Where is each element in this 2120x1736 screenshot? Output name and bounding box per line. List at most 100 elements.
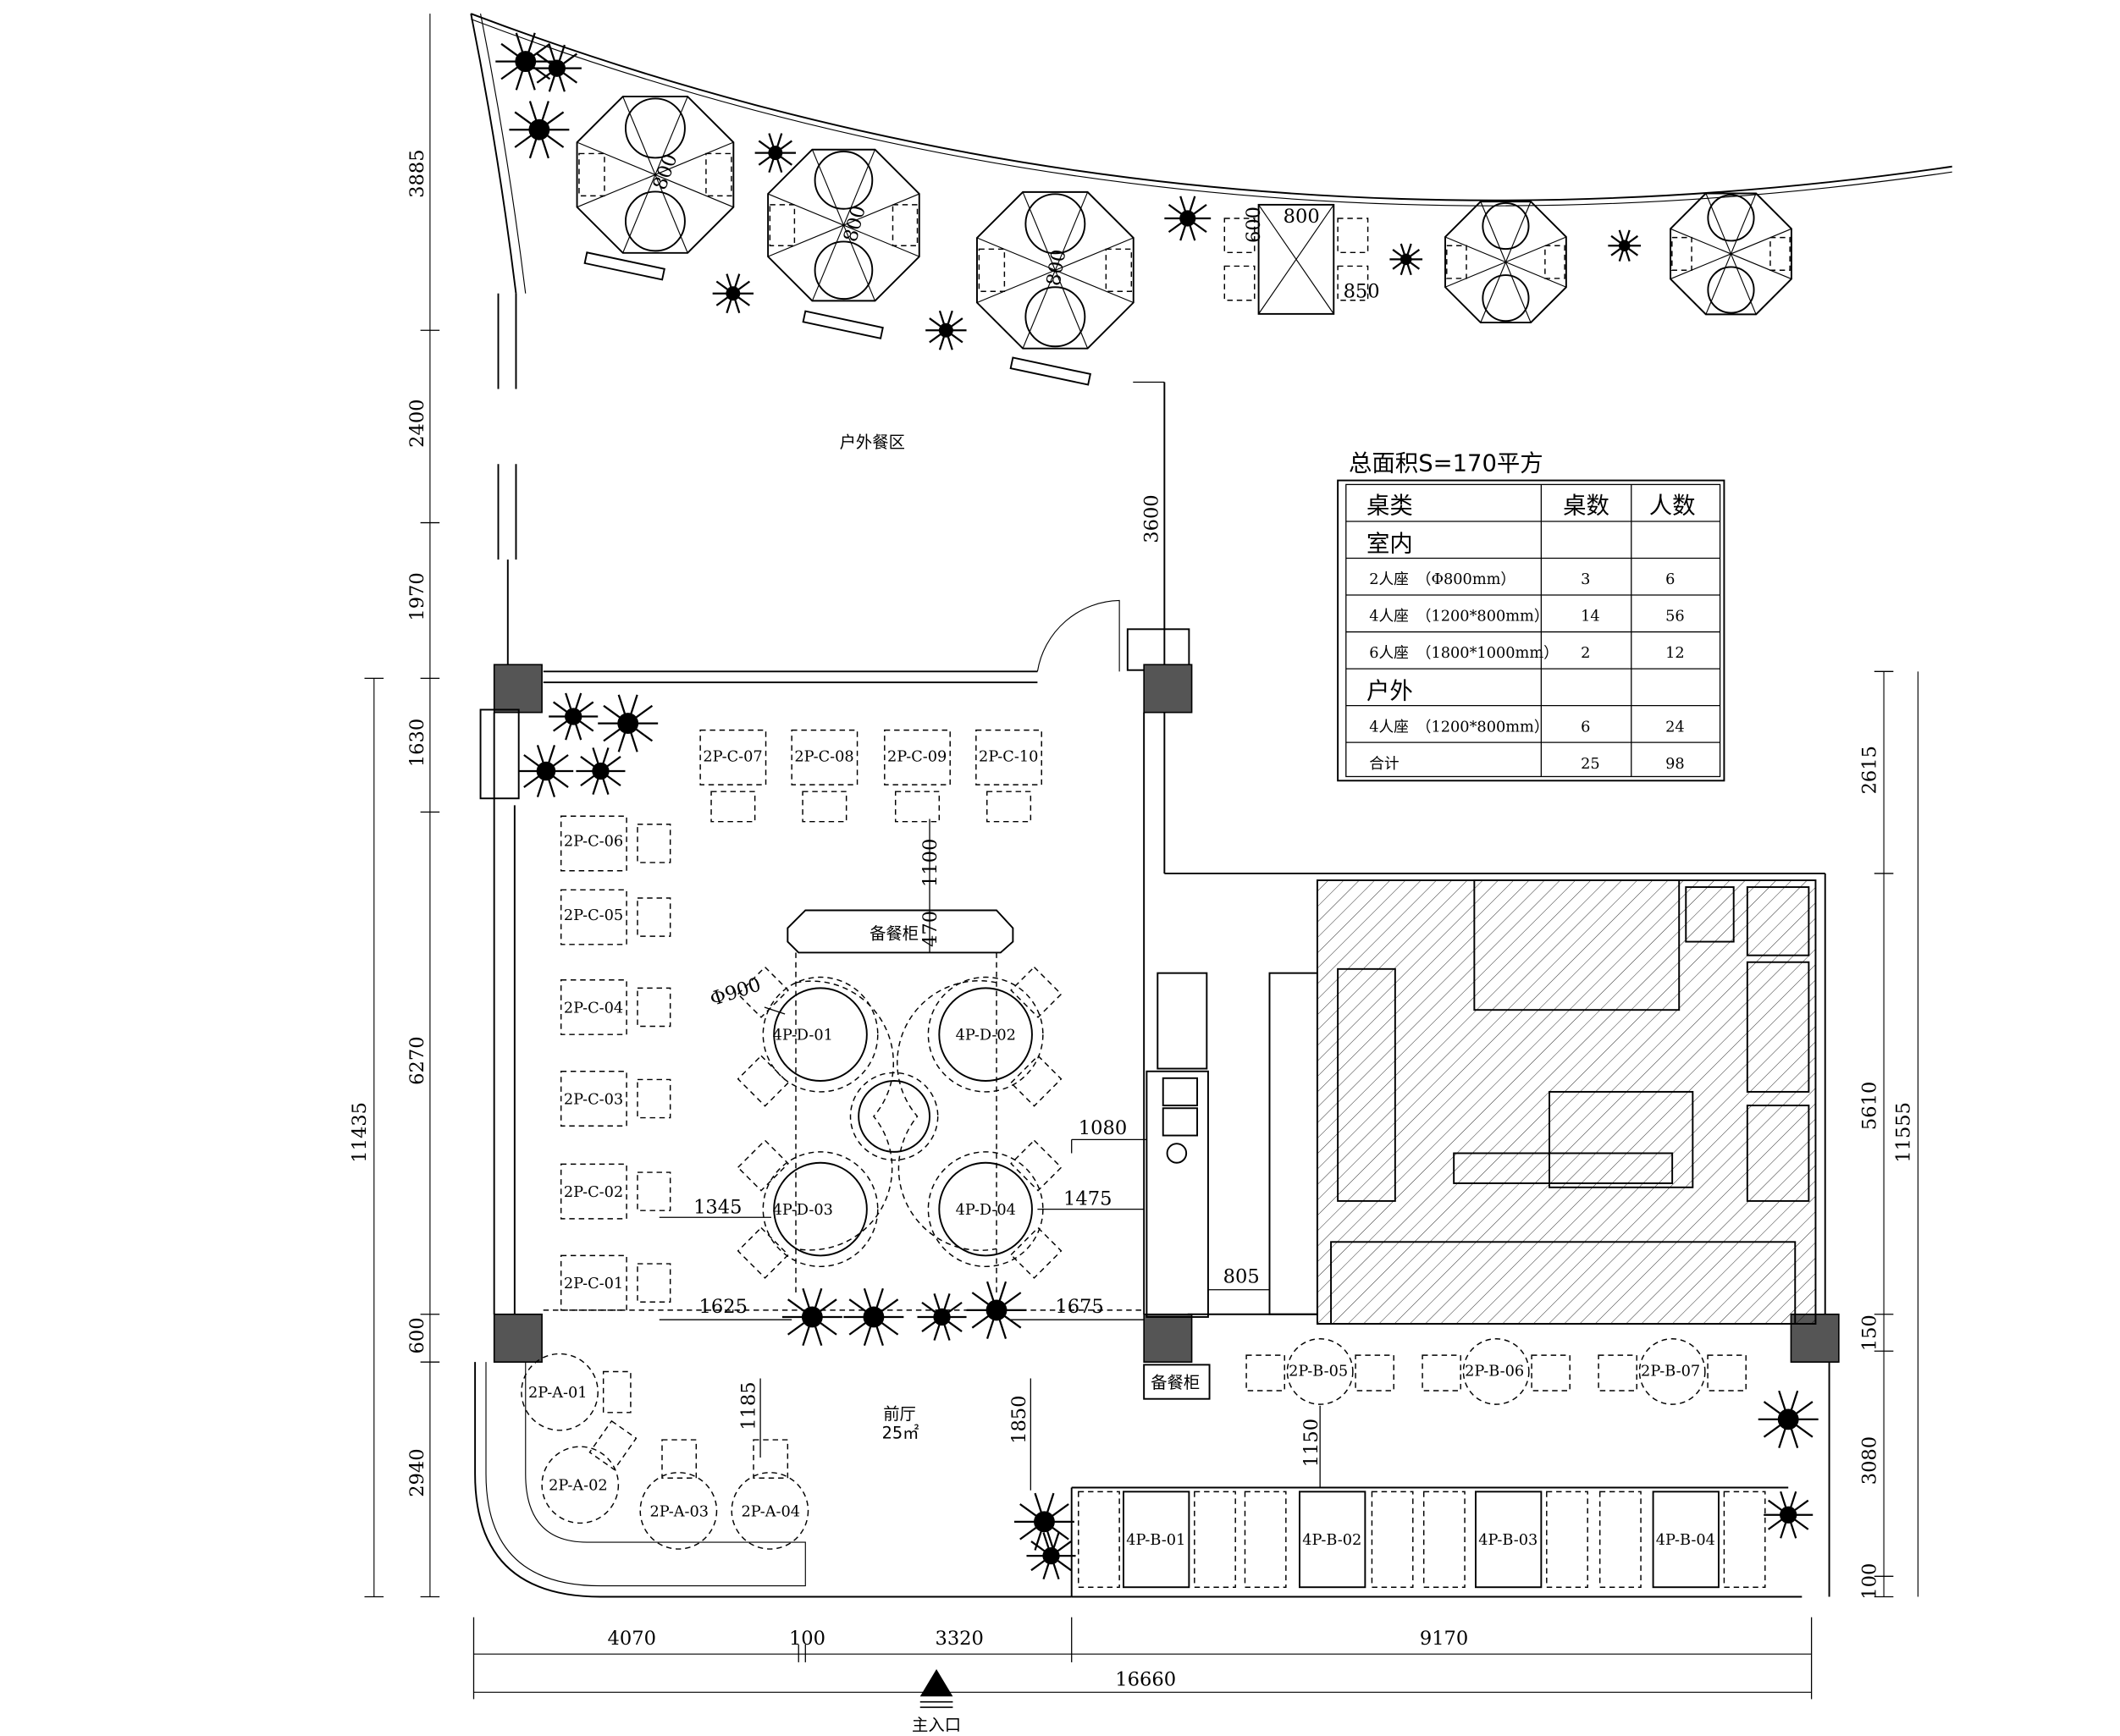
table-label: 4P-D-04 (956, 1202, 1016, 1219)
outdoor-side-curve (470, 13, 517, 294)
table-label: 2P-B-07 (1641, 1363, 1700, 1380)
header-seats: 人数 (1649, 493, 1696, 519)
table-label: 2P-A-02 (549, 1478, 608, 1495)
dim-left: 2400 (406, 399, 428, 447)
table-label: 2P-C-08 (794, 749, 853, 766)
plant-icon (518, 745, 574, 798)
dim-outdoor: 850 (1344, 281, 1380, 303)
row-tables: 14 (1581, 609, 1600, 626)
table-label: 4P-B-01 (1126, 1532, 1185, 1549)
dim-interior: 1185 (738, 1381, 760, 1430)
dim-right-total: 11555 (1893, 1102, 1915, 1163)
dim-left: 6270 (406, 1036, 428, 1084)
row-type: 室内 (1366, 531, 1413, 557)
dim-right: 2615 (1858, 746, 1880, 794)
row-tables: 6 (1581, 719, 1590, 736)
dim-interior: 805 (1223, 1266, 1260, 1288)
tables-4p-b: 4P-B-01 4P-B-02 4P-B-03 4P-B-04 (1078, 1491, 1766, 1589)
lobby-area-label: 25㎡ (882, 1423, 919, 1442)
table-label: 2P-B-06 (1465, 1363, 1524, 1380)
dim-interior: 470 (919, 911, 941, 947)
table-label: 2P-C-01 (564, 1276, 623, 1292)
plant-icon (509, 101, 570, 159)
table-label: 4P-D-02 (956, 1028, 1016, 1044)
plant-icon (549, 692, 599, 741)
table-label: 2P-A-04 (742, 1503, 801, 1520)
row-type: 合计 (1369, 755, 1399, 773)
table-label: 4P-B-02 (1302, 1532, 1361, 1549)
dim-interior: 1850 (1008, 1395, 1030, 1443)
dim-interior: 1100 (919, 839, 941, 887)
dim-bottom-total: 16660 (1115, 1668, 1176, 1690)
service-cabinet-label: 备餐柜 (1151, 1373, 1200, 1392)
plant-icon (966, 1281, 1027, 1339)
plant-icon (532, 44, 582, 92)
dim-left: 2940 (406, 1448, 428, 1496)
table-label: 2P-C-06 (564, 834, 623, 851)
plants (495, 32, 1819, 1580)
header-tables: 桌数 (1563, 493, 1609, 519)
bench (802, 310, 884, 339)
dim-bottom: 100 (789, 1628, 825, 1650)
dim-interior: 1080 (1079, 1117, 1127, 1139)
dim-right: 5610 (1858, 1082, 1880, 1130)
row-seats: 24 (1665, 719, 1685, 736)
total-area-label: 总面积S=170平方 (1349, 450, 1543, 477)
central-dining-island: 备餐柜 4P-D-01 4P-D-02 4P-D-03 4P-D-04 (737, 909, 1063, 1297)
dim-interior: 1675 (1055, 1296, 1103, 1318)
tables-2p-b: 备餐柜 2P-B-05 2P-B-06 2P-B-07 (1143, 1338, 1747, 1405)
summary-row: 合计 25 98 (1369, 755, 1684, 773)
outdoor-boundary-curve (470, 13, 1952, 201)
table-label: 2P-A-01 (528, 1385, 588, 1402)
main-entrance-label: 主入口 (912, 1716, 961, 1735)
building-walls (474, 599, 1840, 1598)
row-tables: 2 (1581, 645, 1590, 662)
tables-2p-c-left: 2P-C-06 2P-C-05 2P-C-04 2P-C-03 2P-C-02 … (560, 815, 671, 1311)
plant-icon (576, 747, 626, 795)
table-label: 4P-D-03 (773, 1202, 833, 1219)
dim-right: 150 (1858, 1314, 1880, 1351)
lobby-curved-wall (474, 1362, 1072, 1598)
row-tables: 25 (1581, 756, 1600, 773)
dim-outdoor: 800 (1284, 206, 1320, 228)
table-label: 2P-C-04 (564, 1000, 623, 1017)
bench (583, 251, 665, 281)
outdoor-umbrellas (576, 96, 1792, 386)
plant-icon (917, 1293, 967, 1341)
row-type: 6人座 （1800*1000mm） (1369, 644, 1559, 662)
table-label: 2P-C-02 (564, 1184, 623, 1201)
dim-right: 3080 (1858, 1436, 1880, 1485)
dim-bottom: 3320 (935, 1628, 983, 1650)
dim-bottom: 9170 (1420, 1628, 1468, 1650)
table-label: 2P-B-05 (1289, 1363, 1348, 1380)
table-label: 2P-C-03 (564, 1091, 623, 1108)
plant-icon (1026, 1532, 1076, 1580)
plant-icon (1758, 1390, 1819, 1448)
table-label: 4P-B-03 (1478, 1532, 1538, 1549)
umbrella-icon (576, 96, 735, 254)
dim-interior: 1345 (693, 1196, 742, 1218)
kitchen-area (1146, 879, 1817, 1325)
plant-icon (754, 133, 797, 174)
table-label: 4P-D-01 (773, 1028, 833, 1044)
dim-left: 600 (406, 1317, 428, 1353)
table-label: 2P-C-07 (703, 749, 762, 766)
umbrella-icon (976, 190, 1135, 350)
row-seats: 98 (1665, 756, 1685, 773)
dim-left: 3885 (406, 149, 428, 197)
row-type: 户外 (1366, 679, 1413, 705)
dimension-lines (364, 14, 1918, 1708)
row-seats: 56 (1665, 609, 1685, 626)
plant-icon (1764, 1491, 1814, 1539)
table-label: 4P-B-04 (1656, 1532, 1715, 1549)
dim-right: 100 (1858, 1563, 1880, 1600)
dim-interior: 3600 (1140, 494, 1162, 543)
service-cabinet-label: 备餐柜 (870, 923, 919, 943)
plant-icon (1164, 196, 1212, 241)
